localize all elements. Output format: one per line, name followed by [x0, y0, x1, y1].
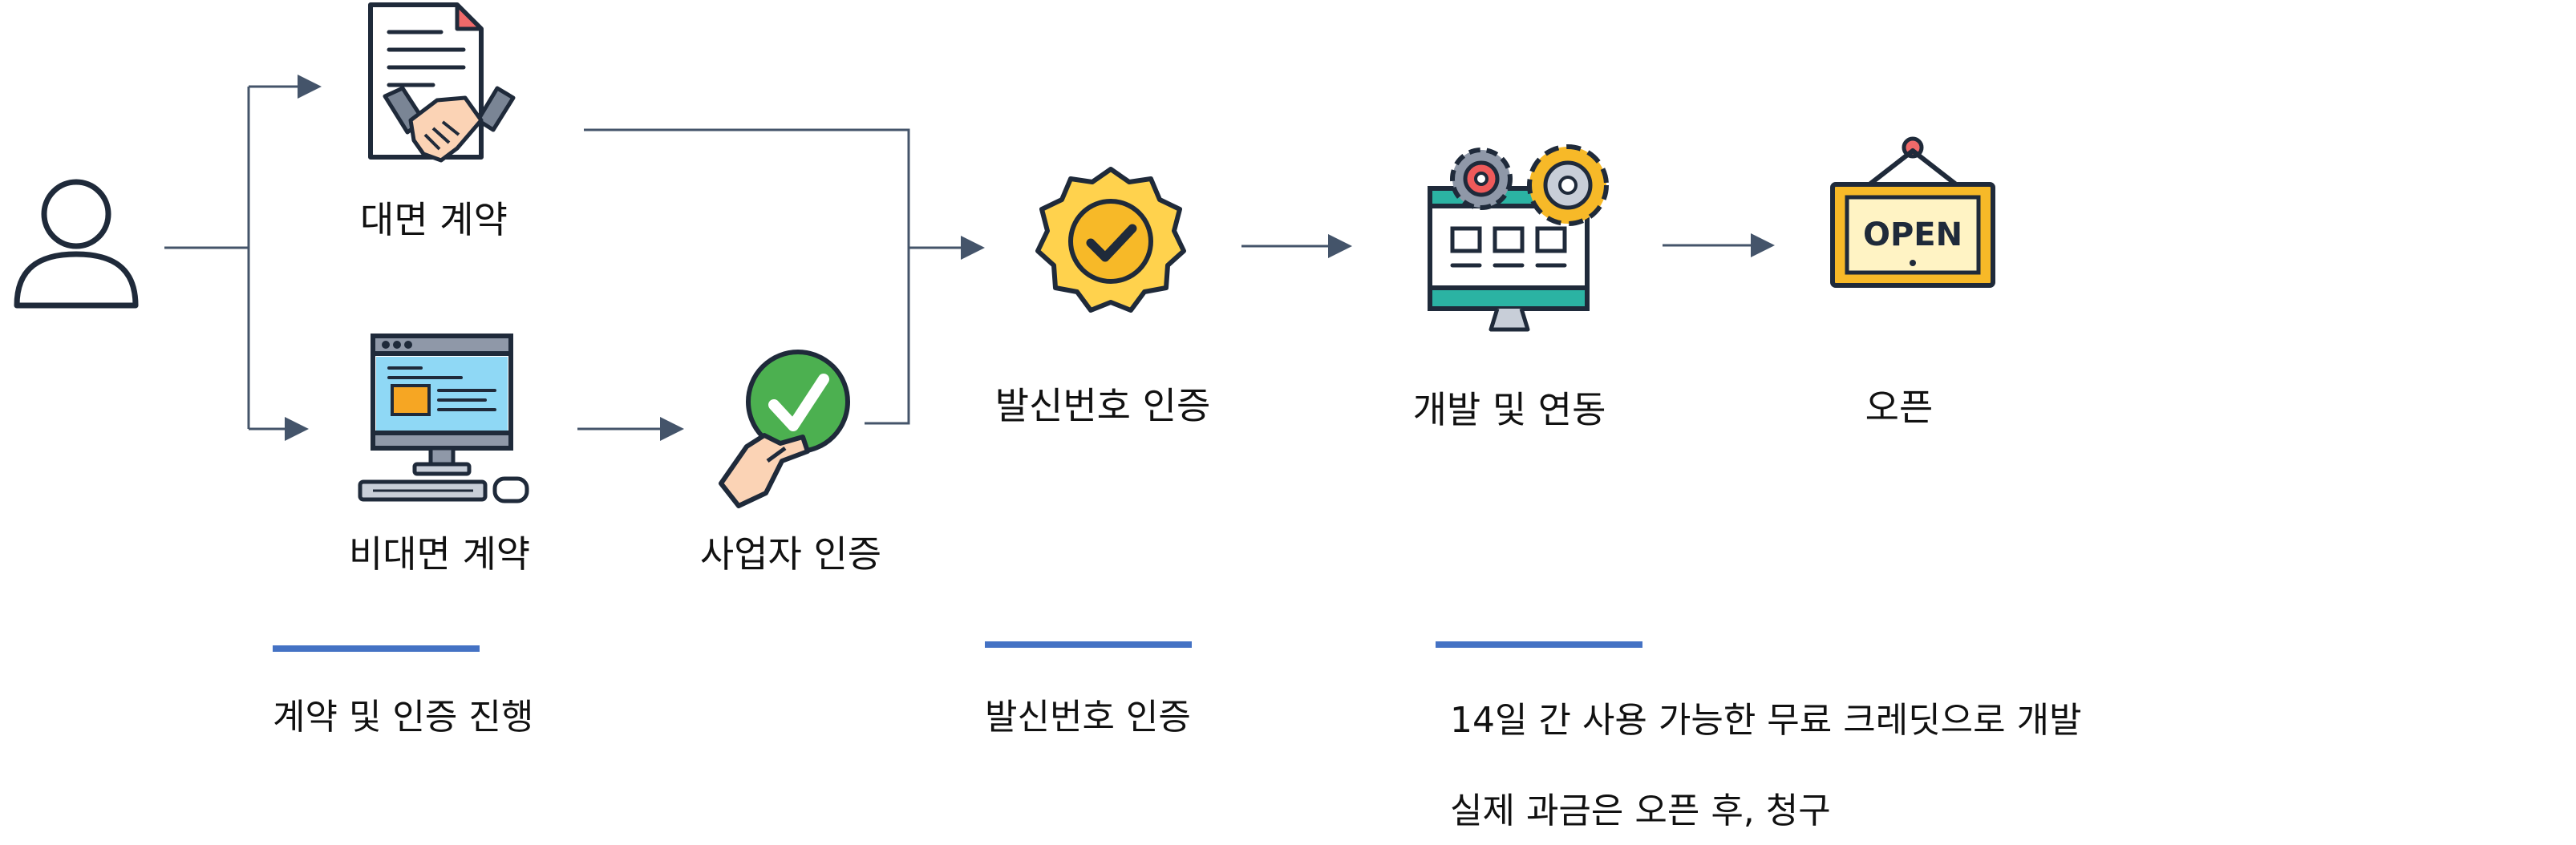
- section-title-dev: 14일 간 사용 가능한 무료 크레딧으로 개발: [1450, 700, 2082, 741]
- hand-check-icon: [719, 350, 850, 508]
- section-title-contract: 계약 및 인증 진행: [273, 697, 534, 738]
- computer-icon: [358, 334, 529, 503]
- contract-handshake-icon: [368, 2, 516, 163]
- section-underline-2: [985, 641, 1192, 648]
- label-dev: 개발 및 연동: [1412, 388, 1606, 431]
- label-open: 오픈: [1865, 386, 1934, 429]
- open-sign-text: OPEN: [1863, 216, 1962, 253]
- label-caller-auth: 발신번호 인증: [994, 384, 1211, 427]
- section-underline-3: [1436, 641, 1642, 648]
- badge-check-icon: [1035, 167, 1186, 313]
- connector-face-merge: [584, 128, 910, 248]
- section-underline-1: [273, 645, 480, 652]
- open-sign-icon: OPEN: [1830, 136, 1995, 288]
- label-business-auth: 사업자 인증: [699, 532, 882, 576]
- connector-business-merge: [865, 248, 910, 425]
- label-face-contract: 대면 계약: [360, 198, 508, 241]
- section-title-caller-auth: 발신번호 인증: [985, 697, 1191, 738]
- section-note-billing: 실제 과금은 오픈 후, 청구: [1450, 790, 1831, 831]
- monitor-gears-icon: [1428, 144, 1609, 332]
- label-online-contract: 비대면 계약: [348, 532, 531, 576]
- user-icon: [14, 179, 139, 309]
